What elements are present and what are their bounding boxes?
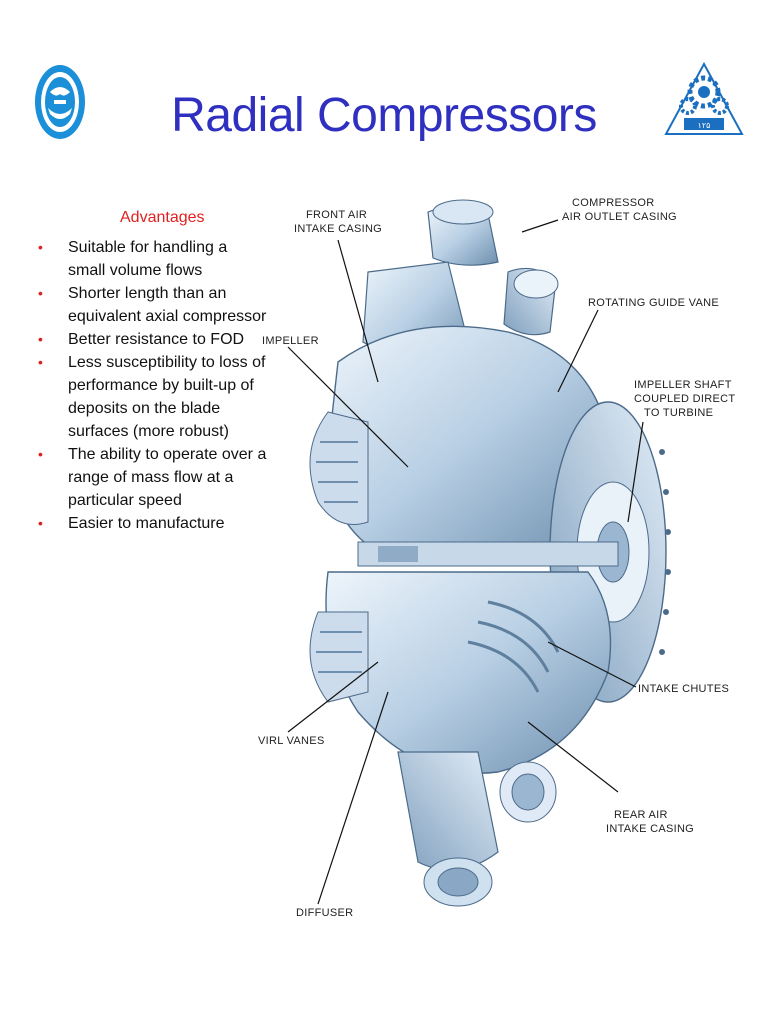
label-swirl-vanes: VIRL VANES xyxy=(258,735,325,747)
leader-lines xyxy=(287,219,644,905)
label-compressor: AIR OUTLET CASING xyxy=(562,211,677,223)
lower-housing xyxy=(325,571,612,774)
list-item: •Suitable for handling a small volume fl… xyxy=(38,236,268,282)
label-impeller-shaft: COUPLED DIRECT xyxy=(634,393,735,405)
label-impeller-shaft: IMPELLER SHAFT xyxy=(634,379,732,391)
list-item: •The ability to operate over a range of … xyxy=(38,443,268,512)
label-compressor: COMPRESSOR xyxy=(572,197,654,209)
list-item: •Shorter length than an equivalent axial… xyxy=(38,282,268,328)
label-rear-air: REAR AIR xyxy=(614,809,668,821)
list-item: •Easier to manufacture xyxy=(38,512,268,535)
list-item: •Better resistance to FOD xyxy=(38,328,268,351)
label-impeller-shaft: TO TURBINE xyxy=(644,407,713,419)
university-logo xyxy=(35,65,85,139)
label-rotating-guide-vane: ROTATING GUIDE VANE xyxy=(588,297,719,309)
label-intake-chutes: INTAKE CHUTES xyxy=(638,683,729,695)
compressor-cutaway-diagram: FRONT AIR INTAKE CASING COMPRESSOR AIR O… xyxy=(258,197,735,919)
slide-title: Radial Compressors xyxy=(171,89,597,142)
bullet-icon: • xyxy=(38,446,43,462)
advantages-list: •Suitable for handling a small volume fl… xyxy=(38,236,268,535)
upper-scroll xyxy=(309,411,369,525)
label-front-air: INTAKE CASING xyxy=(294,223,382,235)
flange-bolts xyxy=(659,449,671,655)
list-item: •Less susceptibility to loss of performa… xyxy=(38,351,268,443)
bullet-icon: • xyxy=(38,331,43,347)
bullet-icon: • xyxy=(38,515,43,531)
logo-text: ۱۲۵ xyxy=(698,121,711,130)
institute-logo: ۱۲۵ xyxy=(664,62,744,135)
bullet-icon: • xyxy=(38,354,43,370)
label-rear-air: INTAKE CASING xyxy=(606,823,694,835)
advantages-heading: Advantages xyxy=(120,209,205,226)
label-impeller: IMPELLER xyxy=(262,335,319,347)
label-front-air: FRONT AIR xyxy=(306,209,367,221)
label-diffuser: DIFFUSER xyxy=(296,907,353,919)
lower-scroll xyxy=(309,611,369,703)
bullet-icon: • xyxy=(38,239,43,255)
bullet-icon: • xyxy=(38,285,43,301)
